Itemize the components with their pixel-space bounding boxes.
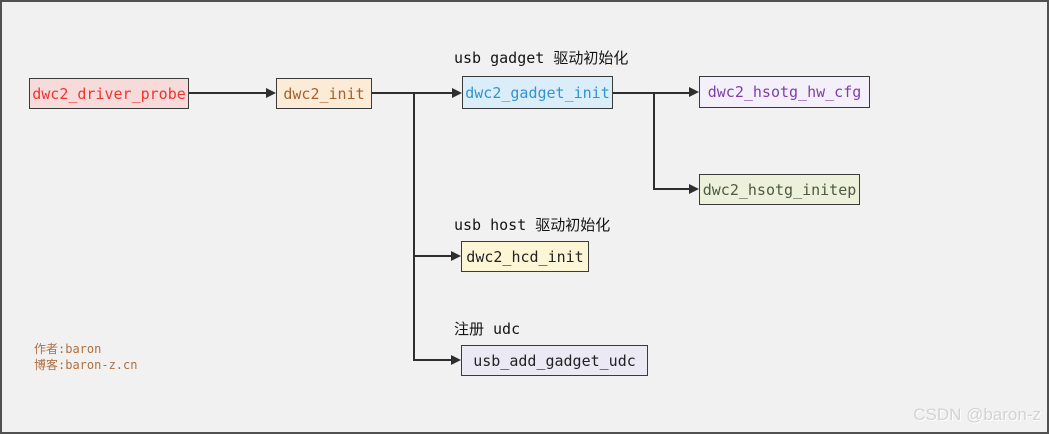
node-dwc2-init: dwc2_init [276, 78, 372, 109]
edge-gadget-branch-feed [613, 92, 655, 94]
node-dwc2-driver-probe: dwc2_driver_probe [29, 78, 189, 109]
author-note: 作者:baron 博客:baron-z.cn [34, 341, 137, 373]
arrowhead-icon [451, 355, 461, 365]
arrowhead-icon [452, 88, 462, 98]
csdn-watermark: CSDN @baron-z [913, 405, 1041, 424]
node-dwc2-hsotg-hw-cfg: dwc2_hsotg_hw_cfg [699, 76, 870, 108]
edge-init-branch-trunk [413, 92, 415, 361]
edge-init-to-gadget [372, 92, 452, 94]
edge-gadget-branch-trunk [653, 92, 655, 190]
arrowhead-icon [689, 184, 699, 194]
node-dwc2-hcd-init: dwc2_hcd_init [461, 241, 589, 272]
node-dwc2-gadget-init: dwc2_gadget_init [462, 76, 613, 109]
node-dwc2-hsotg-initep: dwc2_hsotg_initep [699, 174, 860, 205]
edge-init-to-udc [413, 359, 451, 361]
arrowhead-icon [451, 251, 461, 261]
arrowhead-icon [689, 87, 699, 97]
node-usb-add-gadget-udc: usb_add_gadget_udc [461, 345, 648, 376]
author-line: 作者:baron [34, 342, 102, 356]
edge-gadget-to-hwcfg [653, 92, 689, 94]
gadget-group-label: usb gadget 驱动初始化 [454, 49, 629, 67]
udc-group-label: 注册 udc [454, 320, 521, 338]
host-group-label: usb host 驱动初始化 [454, 216, 611, 234]
arrowhead-icon [266, 88, 276, 98]
edge-probe-to-init [189, 92, 266, 94]
edge-init-to-hcd [413, 255, 451, 257]
blog-line: 博客:baron-z.cn [34, 358, 138, 372]
edge-gadget-to-initep [653, 188, 689, 190]
